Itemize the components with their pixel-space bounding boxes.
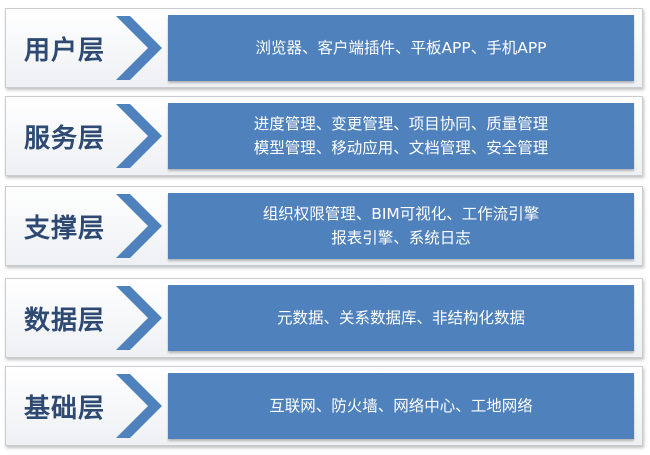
layer-infrastructure: 基础层 互联网、防火墙、网络中心、工地网络: [5, 366, 643, 446]
content-line: 组织权限管理、BIM可视化、工作流引擎: [262, 205, 540, 223]
content-line: 进度管理、变更管理、项目协同、质量管理: [253, 115, 549, 133]
layer-service: 服务层 进度管理、变更管理、项目协同、质量管理 模型管理、移动应用、文档管理、安…: [5, 96, 643, 176]
chevron-right-icon: [116, 194, 162, 258]
layer-name: 基础层: [24, 393, 106, 424]
chevron-right-icon: [116, 16, 162, 80]
chevron-right-icon: [116, 374, 162, 438]
chevron-right-icon: [116, 104, 162, 168]
content-line: 互联网、防火墙、网络中心、工地网络: [269, 397, 533, 415]
layer-name: 服务层: [24, 123, 106, 154]
layer-name: 数据层: [24, 305, 106, 336]
layer-support: 支撑层 组织权限管理、BIM可视化、工作流引擎 报表引擎、系统日志: [5, 186, 643, 266]
chevron-right-icon: [116, 286, 162, 350]
layer-name: 用户层: [24, 35, 106, 66]
layer-content: 组织权限管理、BIM可视化、工作流引擎 报表引擎、系统日志: [168, 193, 634, 259]
content-line: 元数据、关系数据库、非结构化数据: [276, 309, 525, 327]
layer-user: 用户层 浏览器、客户端插件、平板APP、手机APP: [5, 8, 643, 88]
layer-content: 浏览器、客户端插件、平板APP、手机APP: [168, 15, 634, 81]
layer-data: 数据层 元数据、关系数据库、非结构化数据: [5, 278, 643, 358]
layer-content: 元数据、关系数据库、非结构化数据: [168, 285, 634, 351]
content-line: 浏览器、客户端插件、平板APP、手机APP: [255, 39, 547, 57]
content-line: 报表引擎、系统日志: [331, 229, 471, 247]
layer-name: 支撑层: [24, 213, 106, 244]
layer-content: 进度管理、变更管理、项目协同、质量管理 模型管理、移动应用、文档管理、安全管理: [168, 103, 634, 169]
layer-content: 互联网、防火墙、网络中心、工地网络: [168, 373, 634, 439]
content-line: 模型管理、移动应用、文档管理、安全管理: [253, 139, 549, 157]
